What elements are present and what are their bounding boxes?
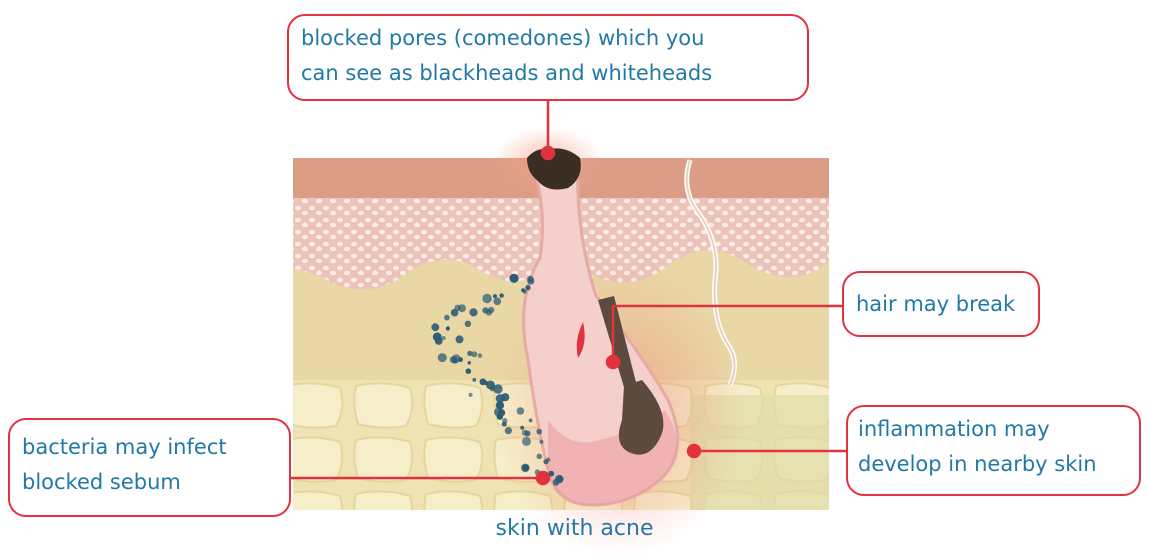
bacteria-dot [496,394,505,403]
bacteria-dot [537,454,543,460]
callout-bacteria-line-2: blocked sebum [22,465,277,500]
bacteria-dot [522,437,531,446]
bacteria-dot [493,384,502,393]
bacteria-dot [517,407,525,415]
bacteria-dot [529,419,533,423]
bacteria-dot [456,335,464,343]
bacteria-dot [469,308,477,316]
bacteria-dot [499,293,504,298]
bacteria-dot [442,336,446,340]
bacteria-dot [509,274,518,283]
callout-blocked-pores-line-2: can see as blackheads and whiteheads [301,56,795,91]
bacteria-dot [435,337,443,345]
callout-inflammation-line-1: inflammation may [858,412,1127,447]
bacteria-dot [488,307,494,313]
bacteria-dot [466,368,472,374]
bacteria-dot [472,378,476,382]
callout-hair-break: hair may break [842,271,1040,337]
leader-bacteria-dot [537,472,549,484]
bacteria-dot [505,427,512,434]
bacteria-dot [553,479,560,486]
bacteria-dot [525,285,530,290]
bacteria-dot [471,351,477,357]
callout-blocked-pores-line-1: blocked pores (comedones) which you [301,21,795,56]
bacteria-dot [431,323,439,331]
diagram-caption: skin with acne [0,514,1149,544]
leader-hair-dot [607,356,619,368]
callout-inflammation-line-2: develop in nearby skin [858,447,1127,482]
bacteria-dot [493,294,497,298]
callout-blocked-pores: blocked pores (comedones) which you can … [287,14,809,101]
bacteria-dot [522,464,529,471]
bacteria-dot [502,422,507,427]
bacteria-dot [469,393,473,397]
callout-bacteria-line-1: bacteria may infect [22,430,277,465]
bacteria-dot [522,430,528,436]
bacteria-dot [465,321,471,327]
bacteria-dot [527,278,534,285]
bacteria-dot [444,315,450,321]
callout-inflammation: inflammation may develop in nearby skin [846,405,1141,496]
bacteria-dot [539,440,543,444]
bacteria-dot [438,353,447,362]
bacteria-dot [546,458,550,462]
leader-pores-dot [542,147,554,159]
callout-hair-break-line-1: hair may break [856,278,1026,330]
bacteria-dot [482,307,488,313]
bacteria-dot [520,426,524,430]
bacteria-dot [458,304,466,312]
bacteria-dot [482,294,491,303]
bacteria-dot [478,353,483,358]
bacteria-dot [446,326,450,330]
bacteria-dot [521,288,525,292]
leader-inflammation-dot [688,445,700,457]
callout-bacteria: bacteria may infect blocked sebum [8,418,291,517]
bacteria-dot [453,359,458,364]
bacteria-dot [468,361,472,365]
bacteria-dot [451,309,459,317]
bacteria-dot [497,413,503,419]
bacteria-dot [494,298,502,306]
bacteria-dot [536,429,542,435]
